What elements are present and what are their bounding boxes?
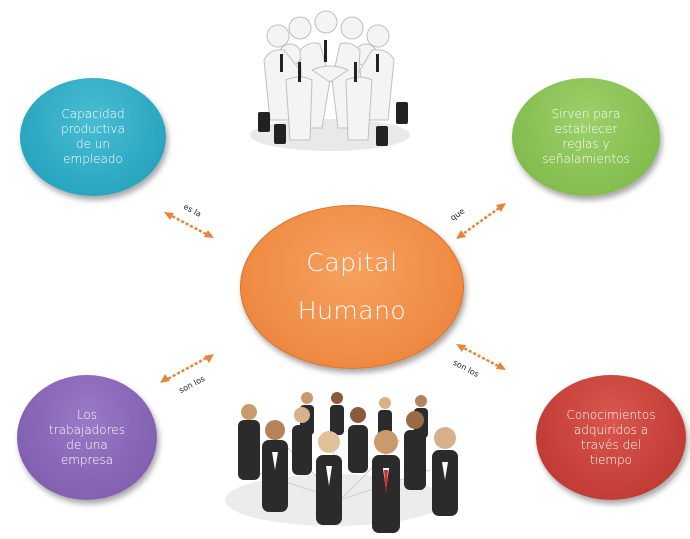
arrow-bottom-right (459, 344, 503, 370)
central-concept-line1: Capital (306, 248, 398, 277)
node-bottom-left-text: Los trabajadores de una empresa (49, 407, 125, 467)
team-huddle-illustration (250, 10, 410, 151)
node-top-right: Sirven para establecer reglas y señalami… (512, 78, 660, 196)
node-top-right-text: Sirven para establecer reglas y señalami… (542, 107, 630, 166)
central-concept: Capital Humano (240, 205, 464, 369)
business-crowd-illustration (225, 392, 458, 533)
node-top-left-text: Capacidad productiva de un empleado (61, 107, 125, 166)
node-bottom-left: Los trabajadores de una empresa (17, 375, 157, 500)
node-bottom-right: Conocimientos adquiridos a través del ti… (536, 375, 686, 500)
arrow-bottom-left (163, 354, 211, 383)
central-concept-line2: Humano (297, 296, 407, 325)
node-bottom-right-text: Conocimientos adquiridos a través del ti… (566, 407, 656, 467)
arrow-top-right (459, 204, 503, 238)
arrow-top-left (167, 212, 211, 238)
node-top-left: Capacidad productiva de un empleado (20, 78, 166, 196)
